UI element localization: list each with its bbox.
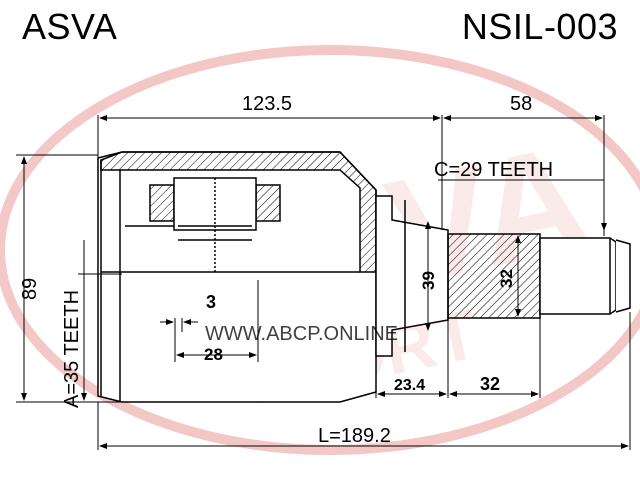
dim-groove-width: 3 xyxy=(206,292,216,312)
dim-section-a: 23.4 xyxy=(394,377,425,394)
inner-hub xyxy=(149,177,281,272)
dim-height: 89 xyxy=(19,278,41,300)
brand-title: ASVA xyxy=(22,6,118,47)
dim-total-length: L=189.2 xyxy=(318,425,391,447)
dim-teeth-inner: C=29 TEETH xyxy=(434,159,553,181)
dim-shaft-large: 39 xyxy=(419,271,438,290)
dimension-lines xyxy=(16,115,631,450)
dim-section-b: 32 xyxy=(480,374,500,394)
dim-groove-depth: 28 xyxy=(204,345,223,364)
dim-top-right: 58 xyxy=(510,93,532,115)
watermark-url: WWW.ABCP.ONLINE xyxy=(205,323,398,345)
dim-top-left: 123.5 xyxy=(242,93,292,115)
dim-teeth-outer: A=35 TEETH xyxy=(61,290,83,408)
part-number: NSIL-003 xyxy=(461,6,618,47)
dim-shaft-small: 32 xyxy=(497,269,516,288)
